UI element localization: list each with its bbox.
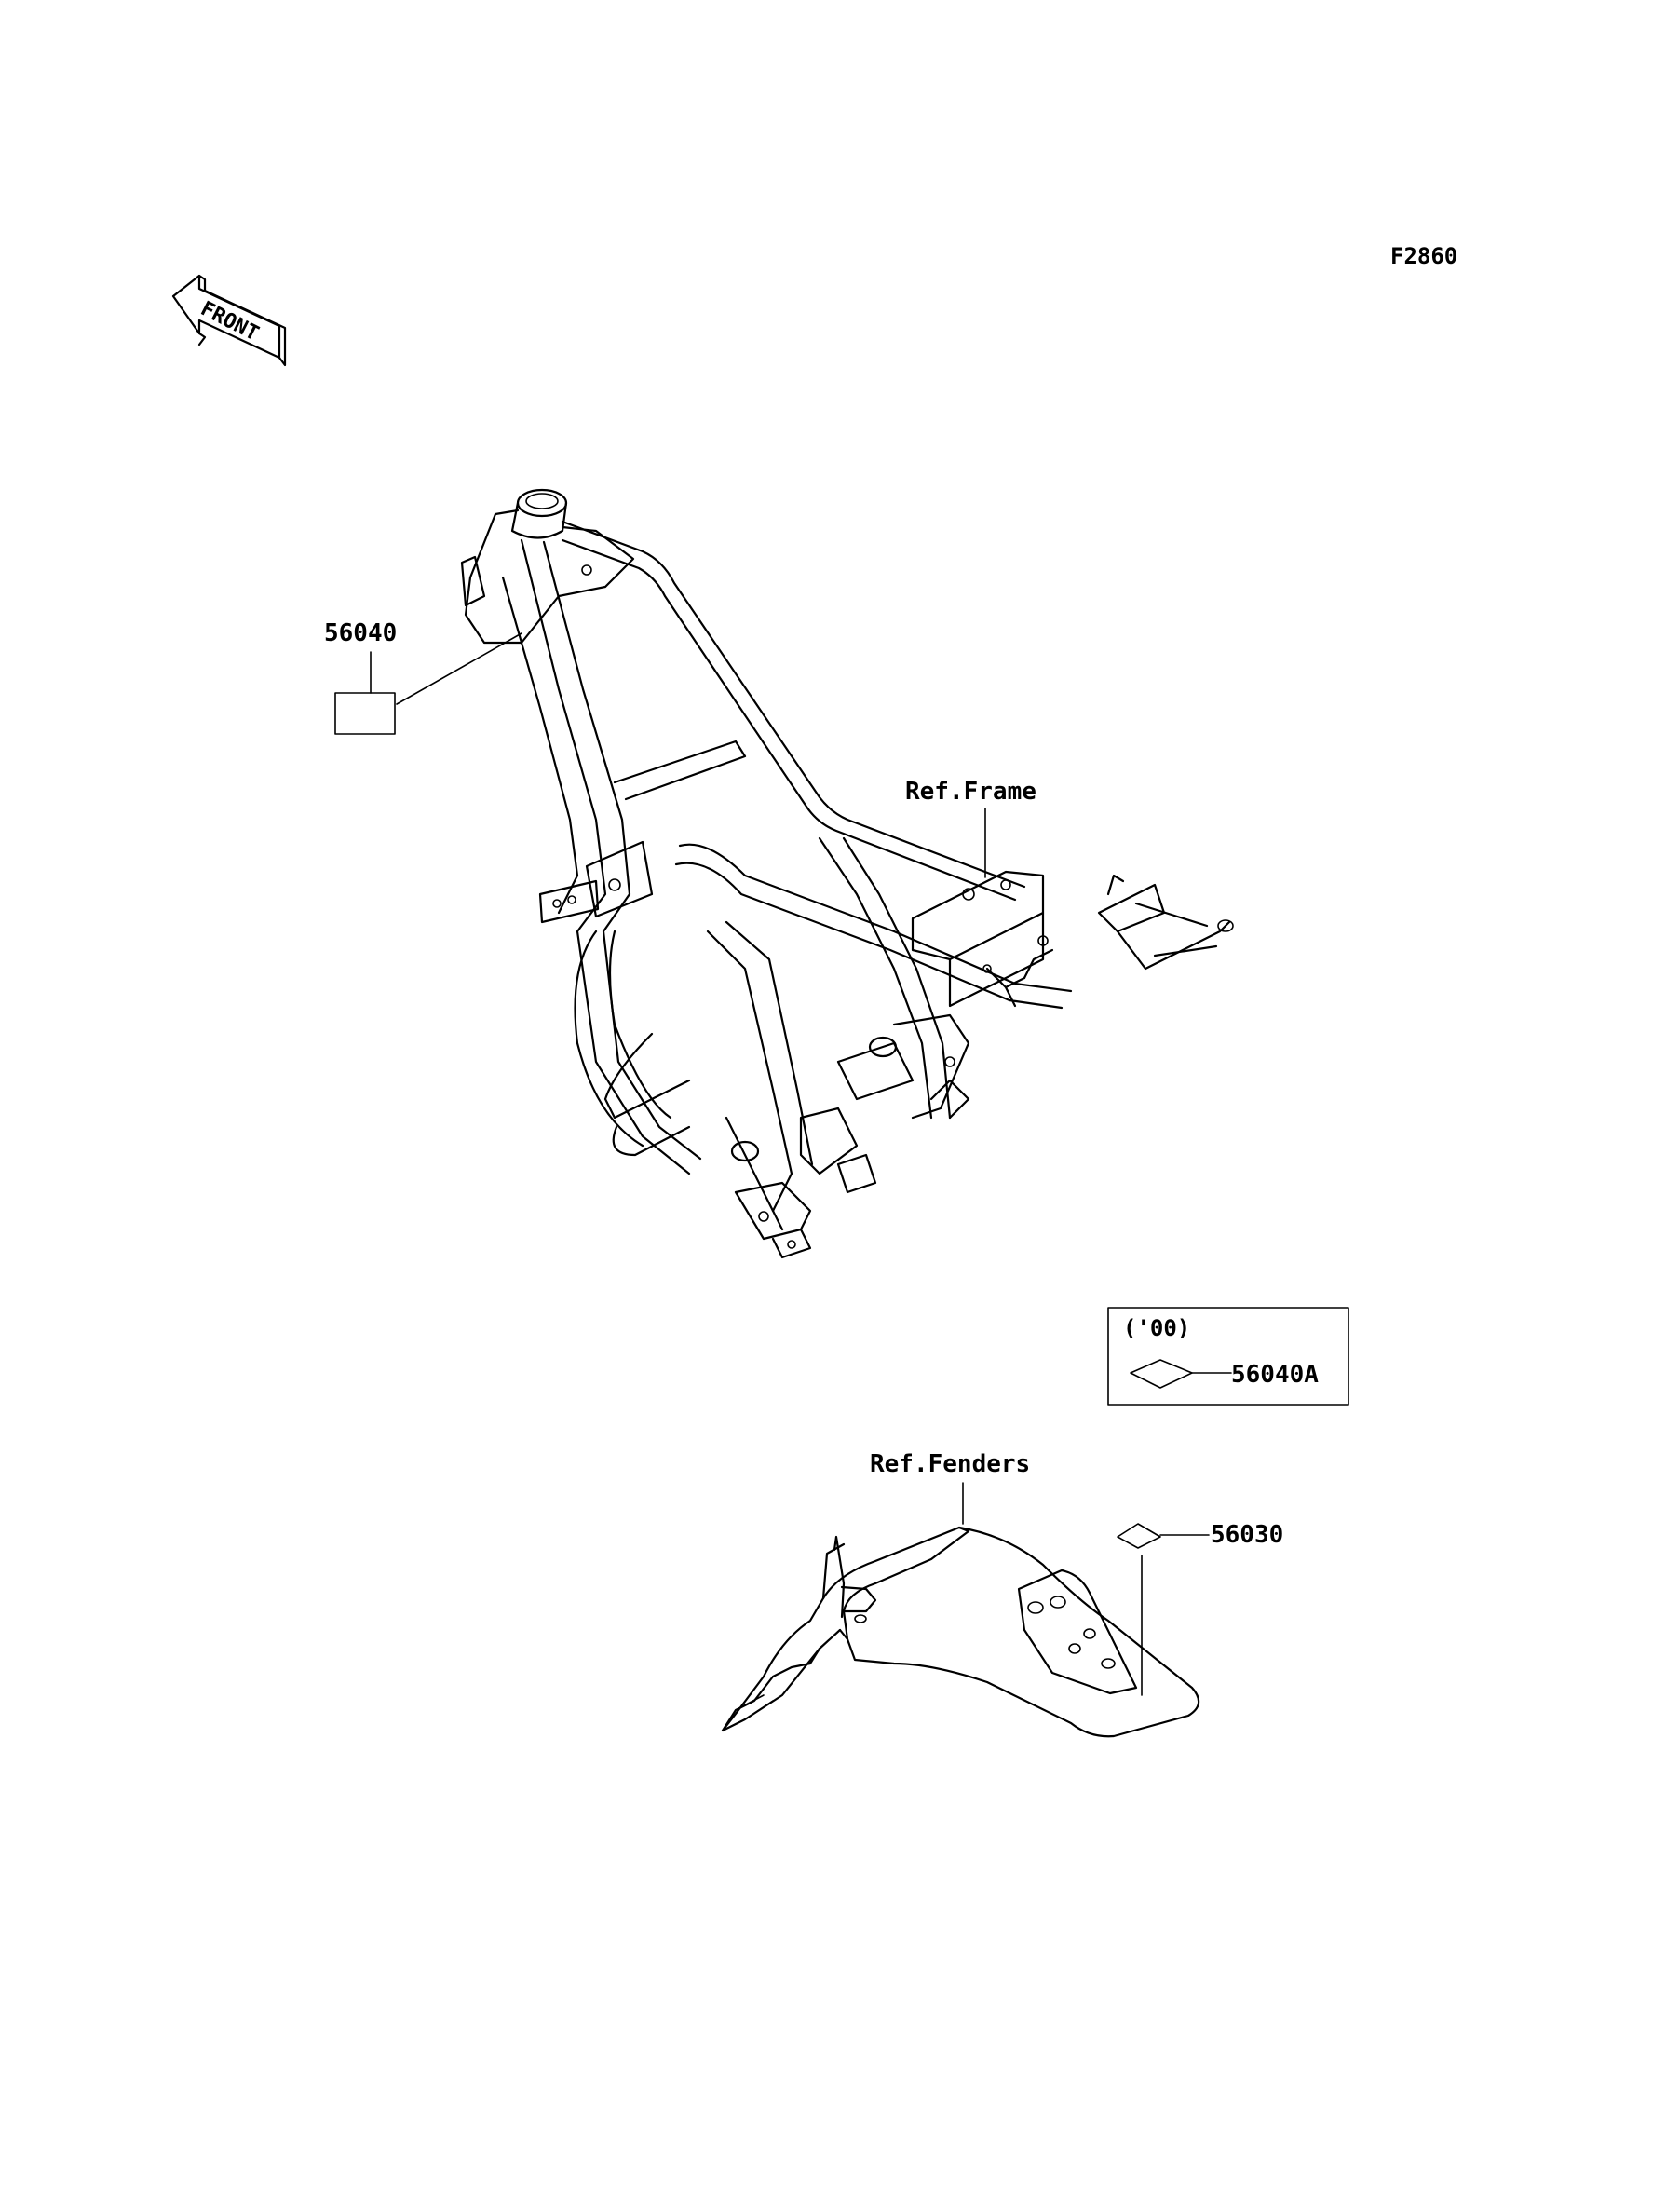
label-sticker-icon: [334, 692, 396, 735]
callout-56030-label: 56030: [1211, 1521, 1283, 1549]
legend-box: ('00) 56040A: [1107, 1307, 1349, 1406]
callout-ref-fenders: Ref.Fenders: [870, 1450, 1030, 1525]
legend-part-number: 56040A: [1231, 1361, 1319, 1389]
front-arrow-icon: FRONT: [171, 274, 287, 367]
diamond-sticker-icon: [1130, 1359, 1193, 1389]
front-arrow-label: FRONT: [196, 297, 262, 346]
callout-ref-frame: Ref.Frame: [905, 778, 1036, 878]
diamond-sticker-icon: [1117, 1523, 1161, 1549]
callout-56040: 56040: [324, 619, 522, 735]
frame-drawing: [460, 488, 1234, 1259]
legend-year: ('00): [1123, 1315, 1190, 1341]
figure-code: F2860: [1390, 243, 1457, 269]
fender-drawing: [721, 1526, 1200, 1738]
ref-frame-label: Ref.Frame: [905, 778, 1036, 806]
callout-56040-label: 56040: [324, 619, 397, 647]
leader-line: [396, 632, 522, 705]
ref-fenders-label: Ref.Fenders: [870, 1450, 1030, 1478]
callout-56030: 56030: [1117, 1521, 1283, 1696]
